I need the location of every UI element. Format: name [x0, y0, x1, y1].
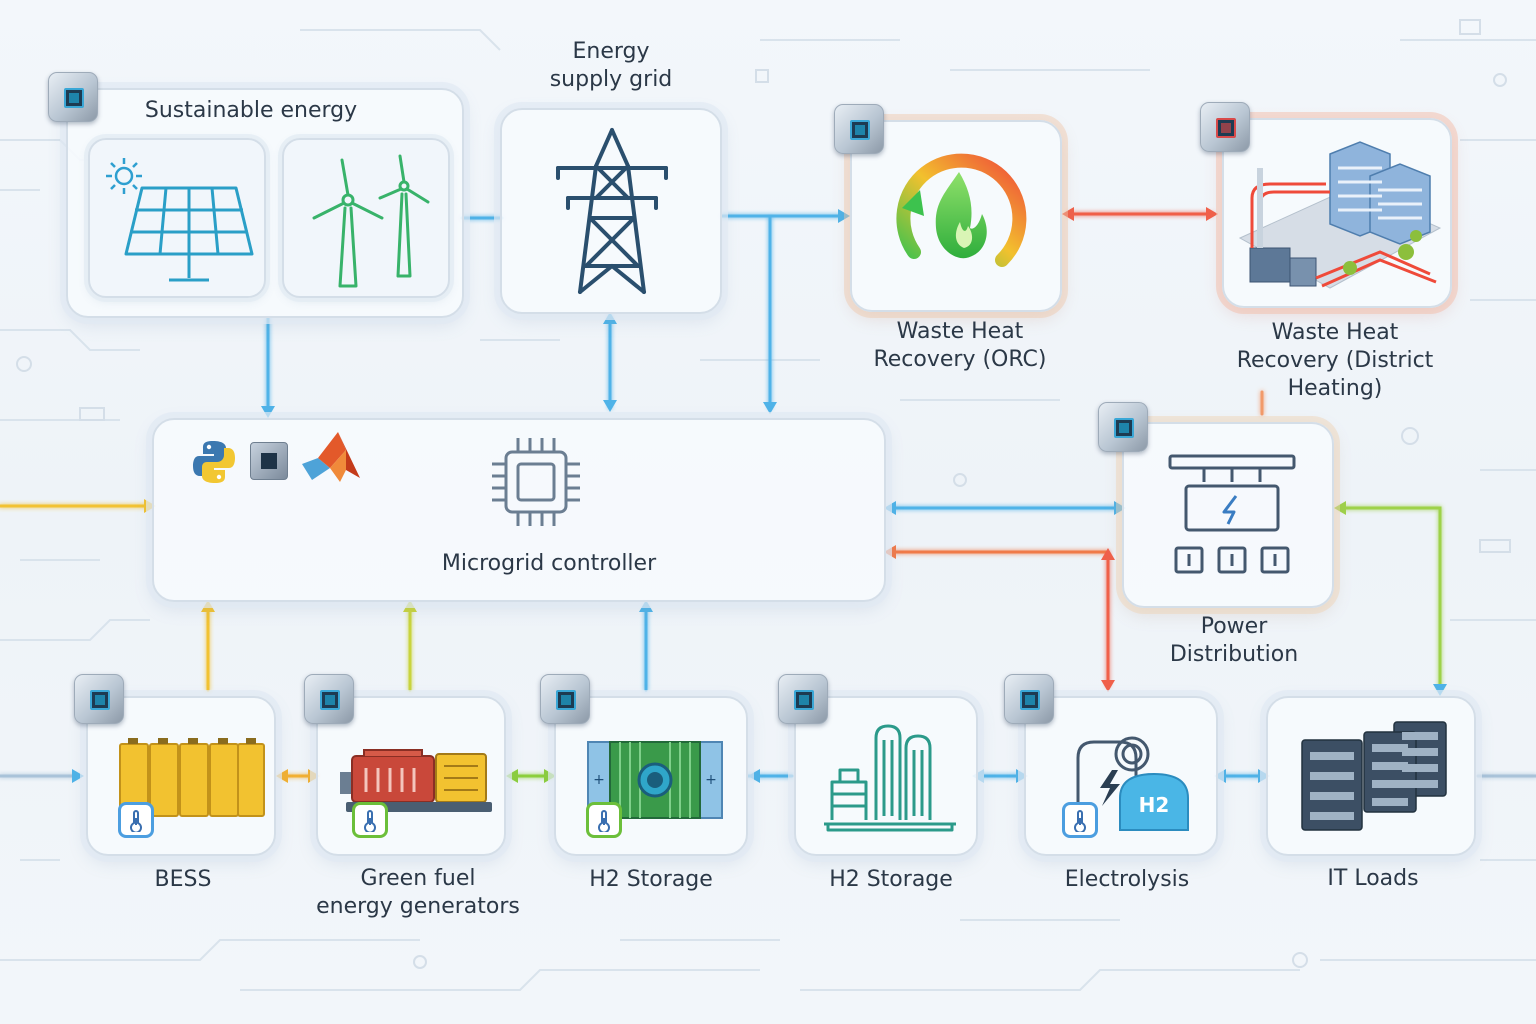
matlab-logo-icon	[302, 432, 360, 482]
h2-storage-a-chip-icon	[540, 674, 590, 724]
electrolyzer-icon: H2	[1076, 736, 1189, 831]
python-logo-icon	[193, 441, 235, 483]
power-distribution-chip-icon	[1098, 402, 1148, 452]
heat-recovery-cycle-icon	[896, 153, 1027, 267]
h2-storage-b-panel[interactable]	[794, 696, 978, 856]
wind-turbine-box	[282, 138, 450, 298]
microgrid-controller-label: Microgrid controller	[441, 551, 657, 576]
svg-text:+: +	[593, 772, 605, 788]
sustainable-chip-icon	[48, 72, 98, 122]
sustainable-energy-label: Sustainable energy	[144, 98, 358, 123]
district-heating-city-icon	[1238, 141, 1442, 289]
electrolysis-panel[interactable]: H2	[1024, 696, 1218, 856]
microgrid-controller-panel[interactable]: Microgrid controller	[152, 418, 886, 602]
district-chip-icon	[1200, 102, 1250, 152]
waste-heat-orc-panel[interactable]	[850, 120, 1062, 312]
sun-icon	[106, 158, 142, 194]
bess-label: BESS	[154, 867, 212, 892]
simulink-block-icon	[250, 442, 288, 480]
h2-storage-a-panel[interactable]: + +	[554, 696, 748, 856]
green-fuel-panel[interactable]	[316, 696, 506, 856]
h2-storage-b-chip-icon	[778, 674, 828, 724]
energy-grid-label: Energy supply grid	[549, 39, 673, 92]
waste-heat-district-panel[interactable]	[1222, 118, 1452, 308]
energy-supply-grid-panel[interactable]	[500, 108, 722, 314]
it-loads-label: IT Loads	[1327, 866, 1419, 891]
generator-engine-icon	[340, 749, 492, 812]
green-fuel-chip-icon	[304, 674, 354, 724]
power-distribution-panel[interactable]	[1122, 422, 1334, 608]
waste-heat-orc-label: Waste Heat Recovery (ORC)	[873, 319, 1047, 372]
microchip-icon	[492, 438, 580, 526]
h2-storage-b-label: H2 Storage	[829, 867, 953, 892]
power-distribution-label: Power Distribution	[1169, 614, 1299, 667]
sustainable-energy-panel[interactable]	[66, 88, 464, 318]
orc-chip-icon	[834, 104, 884, 154]
battery-bank-icon	[119, 738, 265, 817]
h2-badge: H2	[1139, 793, 1170, 817]
transmission-tower-icon	[556, 128, 668, 294]
server-racks-icon	[1301, 721, 1447, 831]
solar-panel-box	[88, 138, 266, 298]
fuel-cell-stack-icon: + +	[587, 741, 723, 819]
electrolysis-label: Electrolysis	[1064, 867, 1190, 892]
it-loads-panel[interactable]	[1266, 696, 1476, 856]
hydrogen-tanks-icon	[824, 724, 956, 832]
bess-thermometer-icon	[118, 802, 154, 838]
h2-storage-a-thermometer-icon	[586, 802, 622, 838]
power-distribution-icon	[1168, 454, 1296, 574]
green-fuel-label: Green fuel energy generators	[316, 866, 520, 919]
electrolysis-thermometer-icon	[1062, 802, 1098, 838]
wind-turbine-icon	[312, 154, 430, 288]
waste-heat-district-label: Waste Heat Recovery (District Heating)	[1236, 320, 1434, 401]
svg-text:+: +	[705, 772, 717, 788]
electrolysis-chip-icon	[1004, 674, 1054, 724]
green-fuel-thermometer-icon	[352, 802, 388, 838]
h2-storage-a-label: H2 Storage	[589, 867, 713, 892]
bess-chip-icon	[74, 674, 124, 724]
solar-panel-icon	[124, 186, 254, 282]
